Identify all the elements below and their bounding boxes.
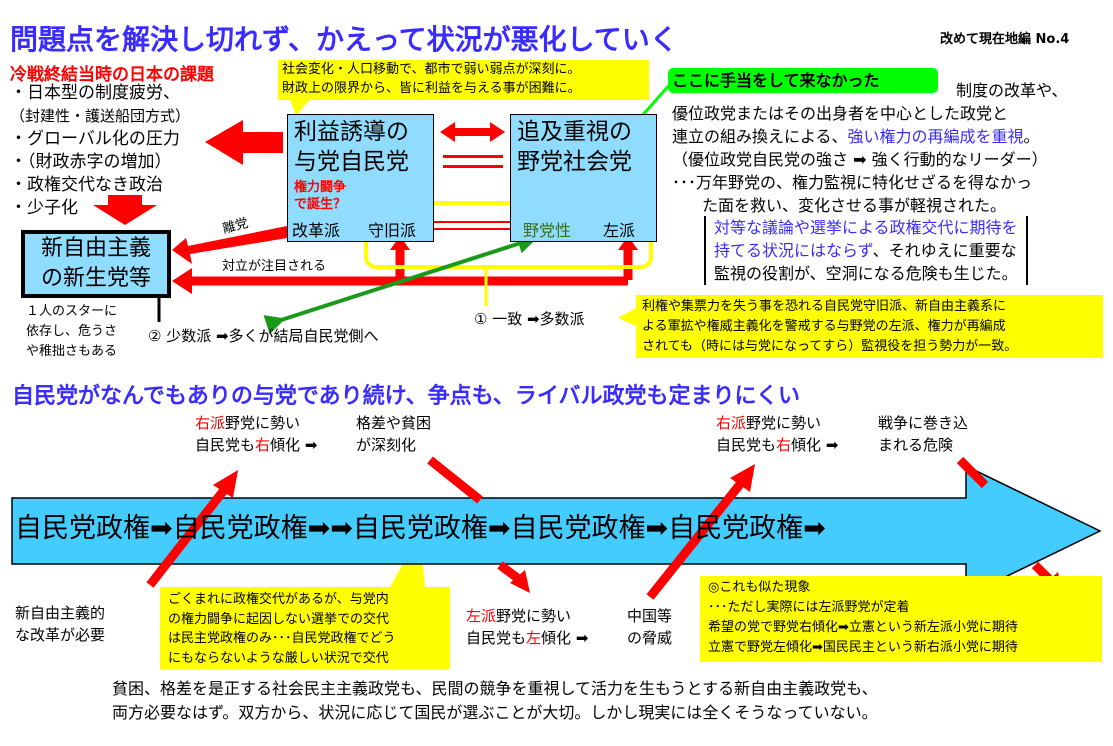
leave-arrow xyxy=(172,226,287,264)
neolib-box: 新自由主義の新生党等 xyxy=(21,230,171,298)
section-heading: 自民党がなんでもありの与党であり続け、争点も、ライバル政党も定まりにくい xyxy=(12,384,801,409)
reform-faction: 改革派 xyxy=(292,221,341,240)
green-label: ここに手当をして来なかった xyxy=(668,68,938,93)
text-line: 連立の組み換えによる、強い権力の再編成を重視。 xyxy=(672,127,1040,146)
issue-item: ・（財政赤字の増加） xyxy=(10,152,172,172)
right-shift-2: 右派野党に勢い 自民党も右傾化 ➡ xyxy=(716,414,839,454)
text-line: ･･･万年野党の、権力監視に特化せざるを得なかっ xyxy=(672,173,1033,192)
text-line: 対等な議論や選挙による政権交代に期待を xyxy=(714,218,1018,237)
issues-list: ・日本型の制度疲労、 （封建性・護送船団方式） ・グローバル化の圧力 ・（財政赤… xyxy=(10,82,190,220)
callout-bottom-right: ◎これも似た現象･･･ただし実際には左派野党が定着希望の党で野党右傾化➡立憲とい… xyxy=(700,576,1102,662)
result-3: 中国等の脅威 xyxy=(627,607,673,647)
bracket-note: 対等な議論や選挙による政権交代に期待を 持てる状況にはならず、それゆえに重要な … xyxy=(704,216,1028,285)
text-line: 持てる状況にはならず、それゆえに重要な xyxy=(714,241,1017,260)
timeline-segment: 自民党政権➡ xyxy=(15,513,173,544)
text-line: 制度の改革や、 xyxy=(956,81,1068,100)
opposition-nature: 野党性 xyxy=(523,221,572,240)
page-title: 問題点を解決し切れず、かえって状況が悪化していく xyxy=(10,23,678,56)
timeline-labels: 自民党政権➡自民党政権➡➡自民党政権➡自民党政権➡自民党政権➡ xyxy=(15,506,826,545)
ldp-box: 利益誘導の与党自民党 権力闘争で誕生？ 改革派 守旧派 xyxy=(287,114,434,242)
result-2: 戦争に巻き込まれる危険 xyxy=(878,414,969,454)
ldp-title: 利益誘導の与党自民党 xyxy=(294,119,409,175)
timeline-segment: ➡自民党政権➡ xyxy=(330,513,511,544)
old-guard-faction: 守旧派 xyxy=(368,221,417,240)
right-shift-1: 右派野党に勢い 自民党も右傾化 ➡ xyxy=(195,414,318,454)
neolib-note: １人のスターに依存し、危うさや稚拙さもある xyxy=(26,304,118,359)
text-line: た面を救い、変化させる事が軽視された。 xyxy=(702,196,1007,215)
left-shift: 左派野党に勢い 自民党も左傾化 ➡ xyxy=(466,607,589,647)
timeline-segment: 自民党政権➡ xyxy=(668,513,826,544)
issue-item: ・日本型の制度疲労、 xyxy=(10,83,180,103)
timeline-segment: 自民党政権➡ xyxy=(510,513,669,544)
issue-item: ・政権交代なき政治 xyxy=(10,175,163,195)
down-arrow xyxy=(93,195,157,225)
double-arrow xyxy=(440,122,505,142)
big-left-arrow xyxy=(205,120,283,165)
issues-heading: 冷戦終結当時の日本の課題 xyxy=(10,65,214,85)
power-struggle-note: 権力闘争で誕生？ xyxy=(294,180,347,212)
callout-line: 財政上の限界から、皆に利益を与える事が困難に。 xyxy=(282,81,581,96)
callout-right: 利権や集票力を失う事を恐れる自民党守旧派、新自由主義系による軍拡や権威主義化を警… xyxy=(636,295,1103,358)
neolib-need: 新自由主義的な改革が必要 xyxy=(15,604,106,644)
minority-label: ② 少数派 ➡多くが結局自民党側へ xyxy=(148,327,379,345)
result-1: 格差や貧困が深刻化 xyxy=(356,414,432,454)
jsp-box: 追及重視の野党社会党 野党性 左派 xyxy=(510,114,657,242)
text-line: 優位政党またはその出身者を中心とした政党と xyxy=(672,104,1009,123)
majority-label: ① 一致 ➡多数派 xyxy=(474,310,585,328)
issue-item: （封建性・護送船団方式） xyxy=(10,107,191,125)
jsp-title: 追及重視の野党社会党 xyxy=(517,119,632,175)
page-subtitle: 改めて現在地編 No.4 xyxy=(940,32,1070,47)
left-faction: 左派 xyxy=(603,221,636,240)
text-line: 監視の役割が、空洞になる危険も生じた。 xyxy=(714,264,1018,283)
conflict-label: 対立が注目される xyxy=(222,259,327,274)
callout-mid: ごくまれに政権交代があるが、与党内の権力闘争に起因しない選挙での交代は民主党政権… xyxy=(160,587,450,669)
issue-item: ・グローバル化の圧力 xyxy=(10,129,180,149)
footer-text: 貧困、格差を是正する社会民主主義政党も、民間の競争を重視して活力を生もうとする新… xyxy=(112,679,878,722)
timeline-segment: 自民党政権➡ xyxy=(172,513,331,544)
issue-item: ・少子化 xyxy=(10,198,78,218)
callout-line: 社会変化・人口移動で、都市で弱い弱点が深刻に。 xyxy=(282,62,581,77)
right-explanation: 制度の改革や、 優位政党またはその出身者を中心とした政党と 連立の組み換えによる… xyxy=(672,79,1068,217)
callout-top: 社会変化・人口移動で、都市で弱い弱点が深刻に。 財政上の限界から、皆に利益を与え… xyxy=(278,60,649,100)
text-line: （優位政党自民党の強さ ➡ 強く行動的なリーダー） xyxy=(672,150,1048,169)
